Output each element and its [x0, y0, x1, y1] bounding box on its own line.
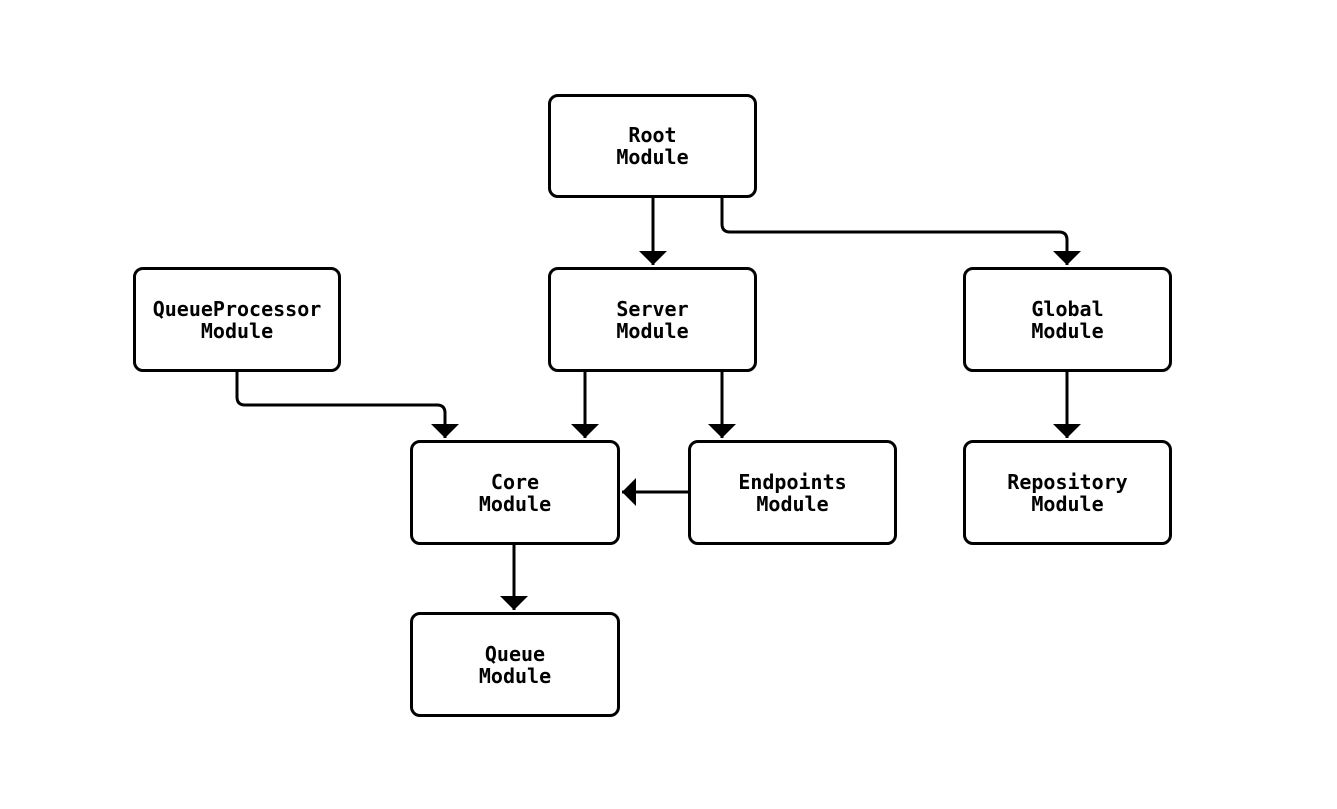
node-label-line2: Module	[1031, 491, 1104, 516]
node-label-line1: Root	[628, 123, 677, 147]
node-server-module: Server Module	[548, 267, 757, 372]
node-label-line2: Module	[616, 145, 689, 169]
node-label-line1: Core	[490, 469, 540, 494]
node-queueprocessor-module: QueueProcessor Module	[133, 267, 341, 372]
node-label-line2: Module	[200, 318, 274, 343]
node-label-line1: Queue	[484, 641, 546, 666]
node-label-line1: QueueProcessor	[152, 296, 322, 321]
node-label-line2: Module	[616, 318, 689, 343]
node-label-line2: Module	[756, 491, 829, 516]
edge-root-to-global	[720, 198, 1081, 265]
node-label-line1: Global	[1031, 296, 1104, 321]
node-label-line1: Server	[616, 296, 689, 321]
node-global-module: Global Module	[963, 267, 1172, 372]
node-queue-module: Queue Module	[410, 612, 620, 717]
node-label-line2: Module	[478, 663, 552, 688]
node-label-line1: Repository	[1007, 469, 1128, 494]
node-core-module: Core Module	[410, 440, 620, 545]
node-label-line1: Endpoints	[738, 469, 847, 494]
edge-queueprocessor-to-core	[235, 372, 459, 438]
node-endpoints-module: Endpoints Module	[688, 440, 897, 545]
node-label-line2: Module	[478, 491, 552, 516]
node-repository-module: Repository Module	[963, 440, 1172, 545]
node-root-module: Root Module	[548, 94, 757, 198]
node-label-line2: Module	[1031, 318, 1104, 343]
